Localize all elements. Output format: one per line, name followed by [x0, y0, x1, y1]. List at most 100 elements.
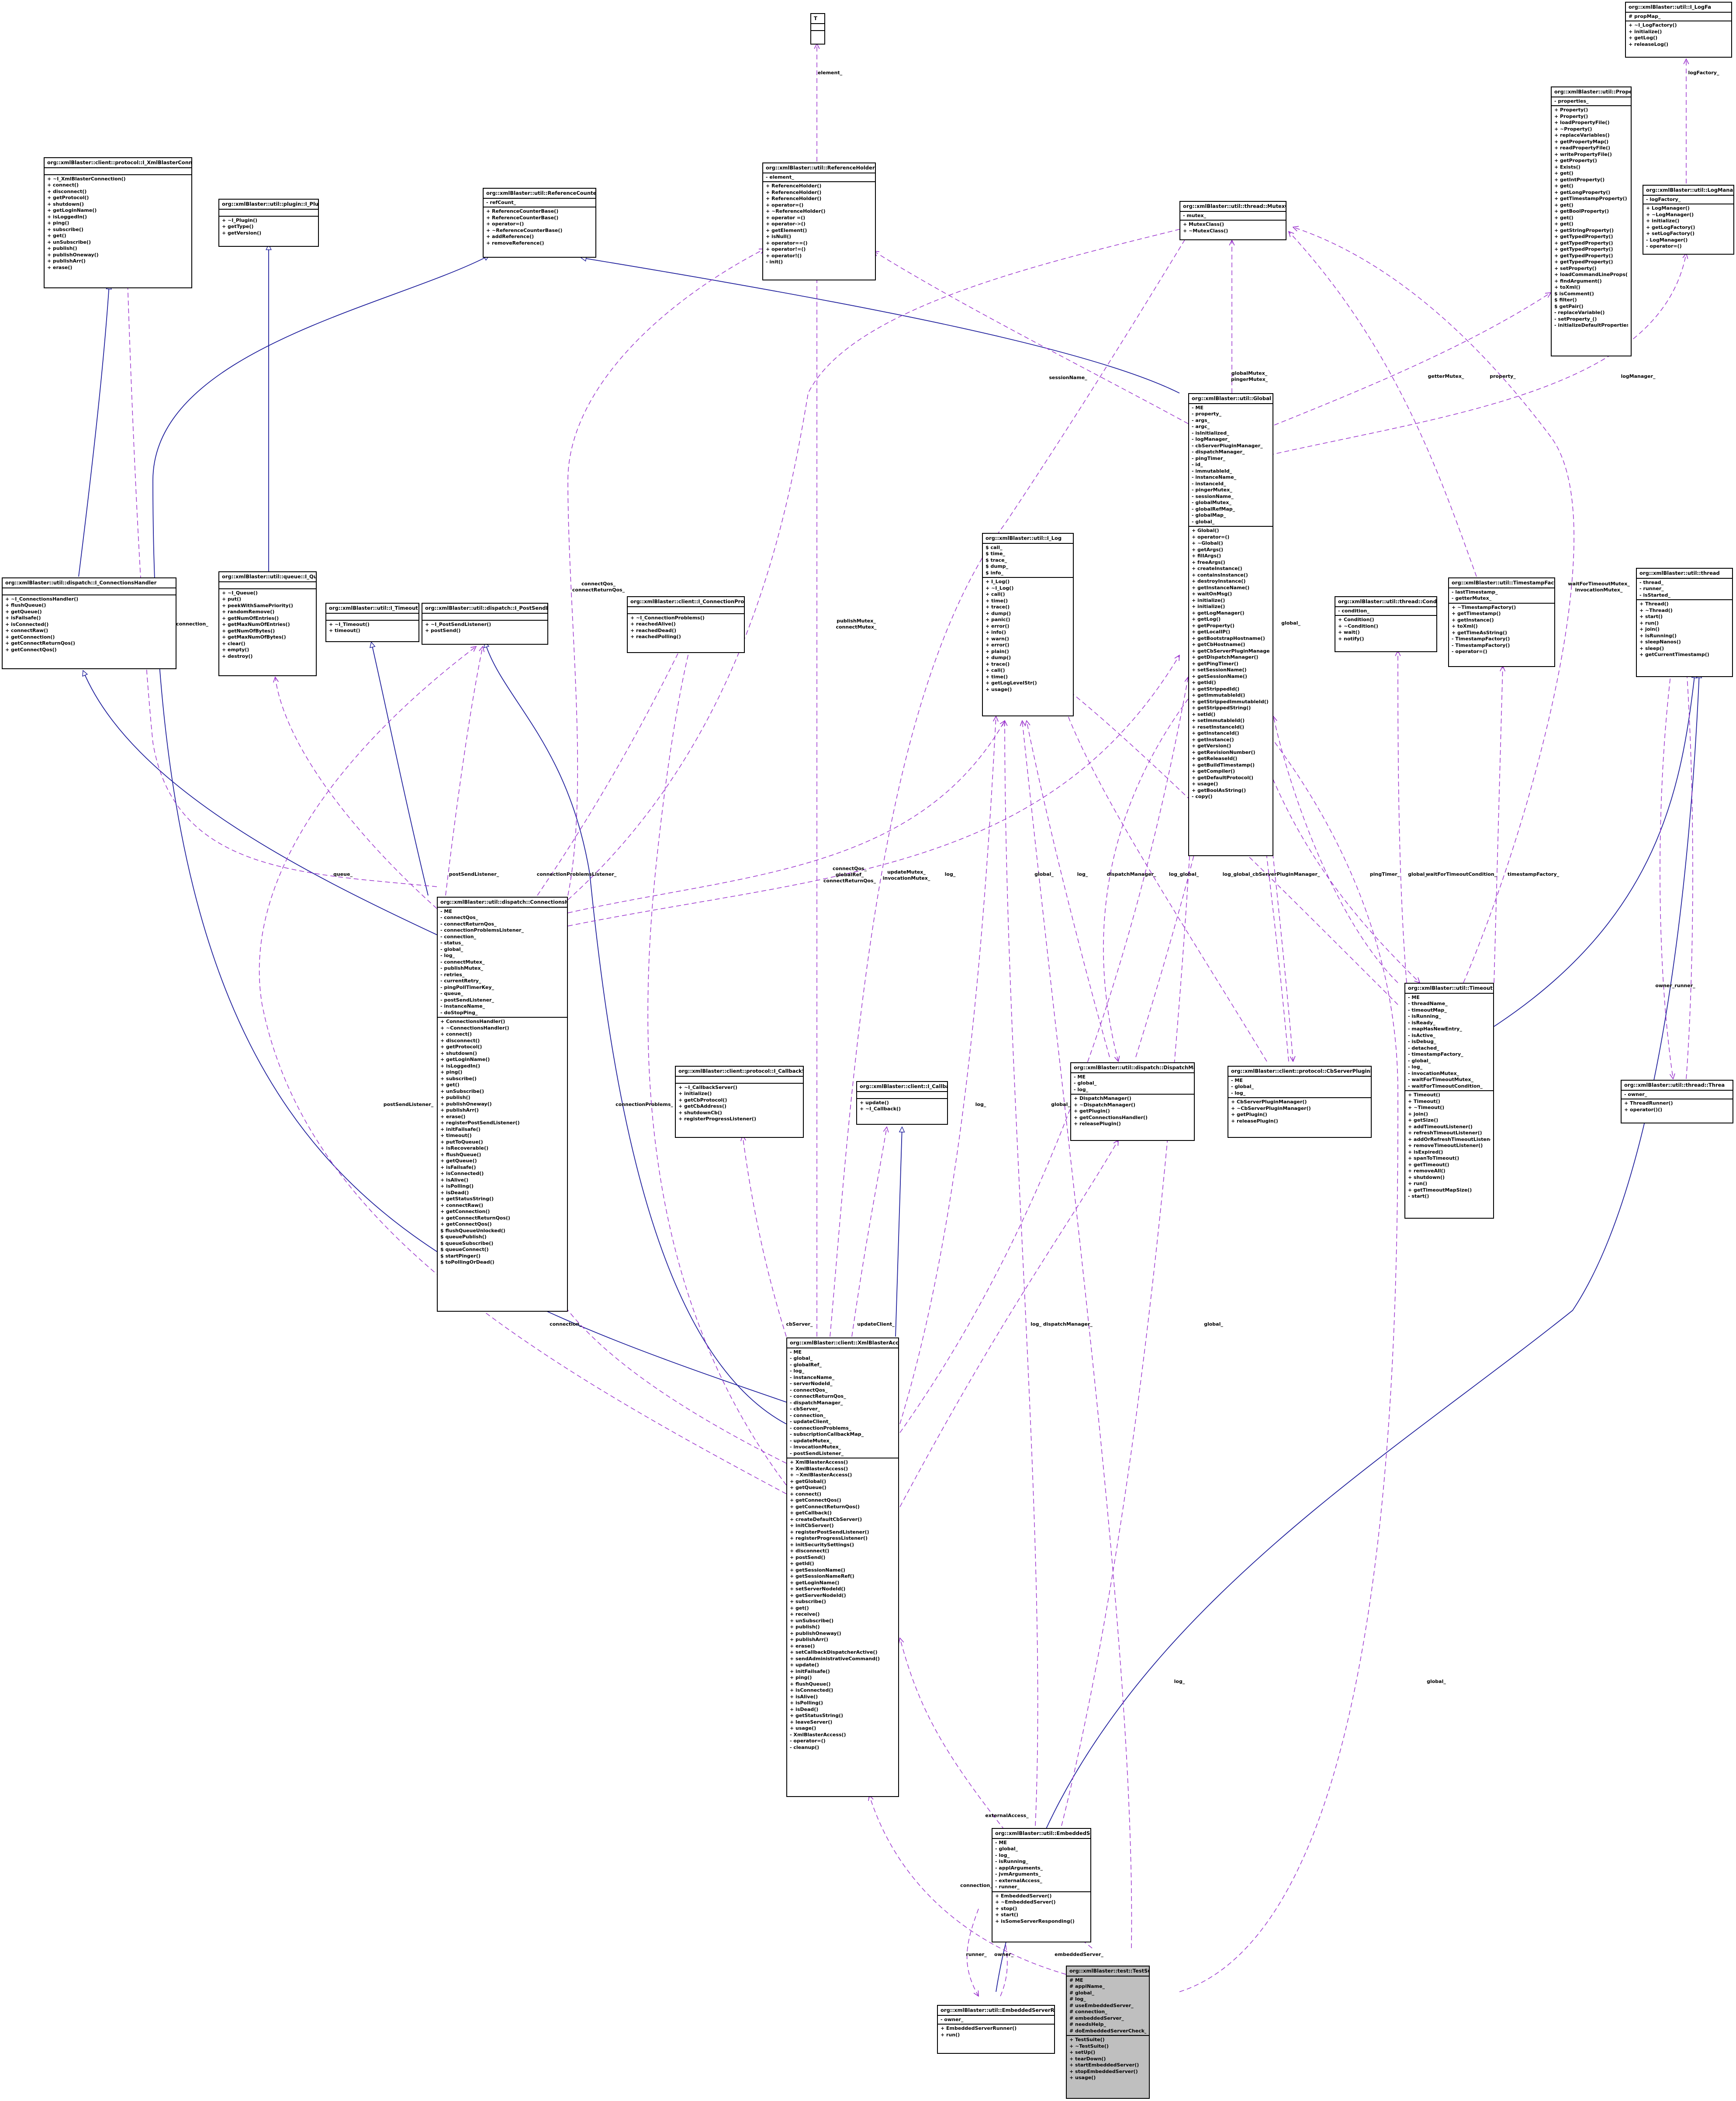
edge-label: queue_	[333, 871, 353, 877]
class-i-callback[interactable]: org::xmlBlaster::client::I_Callback + up…	[856, 1081, 948, 1125]
class-i-queue[interactable]: org::xmlBlaster::util::queue::I_Queue + …	[218, 571, 317, 676]
member: + getTypedProperty()	[1554, 234, 1613, 239]
member: + initSecuritySettings()	[790, 1541, 854, 1548]
class-xmlblasteraccess[interactable]: org::xmlBlaster::client::XmlBlasterAcces…	[786, 1337, 899, 1797]
member: + info()	[986, 629, 1006, 635]
member: + panic()	[986, 617, 1010, 622]
class-i-connectionshandler[interactable]: org::xmlBlaster::util::dispatch::I_Conne…	[2, 577, 176, 669]
class-connectionshandler[interactable]: org::xmlBlaster::util::dispatch::Connect…	[437, 897, 568, 1312]
member: + connect()	[790, 1491, 822, 1497]
class-i-logfactory[interactable]: org::xmlBlaster::util::I_LogFa # propMap…	[1625, 2, 1732, 58]
member: $ queueSubscribe()	[440, 1240, 494, 1246]
member: + getCurrentTimestamp()	[1639, 652, 1709, 657]
member: + addReference()	[486, 234, 534, 239]
edge-xmlblasteraccess-uses-dispatchmanager	[899, 1140, 1118, 1507]
class-thread[interactable]: org::xmlBlaster::util::thread - thread_-…	[1636, 568, 1733, 677]
attributes	[628, 607, 744, 614]
edge-label: connectQos_ connectReturnQos_	[572, 581, 625, 593]
class-referenceholder[interactable]: org::xmlBlaster::util::ReferenceHolder< …	[762, 162, 876, 280]
member: + peekWithSamePriority()	[222, 602, 293, 608]
edge-timeout-uses-condition	[1398, 651, 1407, 983]
member: + getProtocol()	[47, 195, 89, 200]
class-global[interactable]: org::xmlBlaster::util::Global - ME- prop…	[1188, 393, 1273, 856]
member: + getConnectReturnQos()	[5, 640, 75, 646]
member: + getPlugin()	[1231, 1112, 1267, 1117]
edge-label: postSendListener_	[449, 871, 499, 877]
member: + getInstance()	[1452, 617, 1494, 623]
class-embeddedserverrunner[interactable]: org::xmlBlaster::util::EmbeddedServerRun…	[937, 2005, 1055, 2054]
edge-label: global_	[1408, 871, 1427, 877]
edge-embeddedserver-uses-xmlblasteraccess	[900, 1638, 1005, 1831]
edge-label: connection_	[176, 621, 208, 627]
class-embeddedserver[interactable]: org::xmlBlaster::util::EmbeddedServer - …	[992, 1828, 1091, 1942]
class-logmanager[interactable]: org::xmlBlaster::util::LogMana - logFact…	[1643, 185, 1734, 255]
member: # propMap_	[1629, 13, 1661, 19]
member: - replaceVariable()	[1554, 310, 1605, 315]
class-name: org::xmlBlaster::util::I_LogFa	[1626, 3, 1731, 13]
member: + publishArr()	[440, 1107, 479, 1113]
member: + getConnectionsHandler()	[1074, 1114, 1148, 1120]
member: + getServerNodeId()	[790, 1592, 846, 1598]
class-testsuite[interactable]: org::xmlBlaster::test::TestSuite # ME# a…	[1066, 1966, 1150, 2099]
member: - status_	[440, 940, 463, 946]
edge-label: postSendListener_	[383, 1102, 434, 1107]
member: + ~I_Callback()	[860, 1106, 901, 1112]
member: + Global()	[1192, 528, 1219, 533]
edge-label: log_	[1077, 871, 1088, 877]
member: + getProperty()	[1192, 622, 1235, 629]
member: - property_	[1192, 411, 1221, 417]
class-timeout[interactable]: org::xmlBlaster::util::Timeout - ME- thr…	[1404, 983, 1494, 1219]
class-threadrunner[interactable]: org::xmlBlaster::util::thread::Threa - o…	[1621, 1080, 1733, 1123]
member: + ~Property()	[1554, 126, 1592, 132]
member: + ~TestSuite()	[1069, 2043, 1109, 2049]
member: + EmbeddedServerRunner()	[941, 2025, 1017, 2031]
class-property[interactable]: org::xmlBlaster::util::Property - proper…	[1551, 86, 1632, 356]
member: + toXml()	[1554, 284, 1580, 290]
member: + error()	[986, 623, 1010, 629]
class-i-timeout[interactable]: org::xmlBlaster::util::I_Timeout + ~I_Ti…	[325, 603, 419, 642]
member: + getConnection()	[440, 1209, 490, 1214]
member: + findArgument()	[1554, 278, 1602, 284]
class-mutexclass[interactable]: org::xmlBlaster::util::thread::MutexClas…	[1179, 201, 1286, 240]
member: + addOrRefreshTimeoutListener()	[1408, 1136, 1490, 1142]
class-i-postsendlistener[interactable]: org::xmlBlaster::util::dispatch::I_PostS…	[422, 603, 548, 645]
class-timestampfactory[interactable]: org::xmlBlaster::util::TimestampFactory …	[1448, 577, 1555, 667]
member: + get()	[790, 1605, 809, 1611]
member: - ME	[1408, 994, 1420, 1000]
member: + ping()	[440, 1069, 463, 1075]
member: - properties_	[1554, 98, 1589, 104]
member: + I_Log()	[986, 579, 1010, 584]
member: + operator!=()	[766, 246, 806, 252]
class-name: org::xmlBlaster::client::protocol::I_Cal…	[676, 1067, 803, 1077]
member: + connectRaw()	[5, 628, 48, 633]
member: + operator =()	[766, 214, 806, 221]
member: + getLoginName()	[47, 207, 97, 213]
class-i-xmlblasterconnection[interactable]: org::xmlBlaster::client::protocol::I_Xml…	[44, 157, 192, 288]
class-dispatchmanager[interactable]: org::xmlBlaster::util::dispatch::Dispatc…	[1070, 1062, 1195, 1141]
class-condition[interactable]: org::xmlBlaster::util::thread::Condition…	[1335, 596, 1437, 652]
member: + ~Thread()	[1639, 607, 1673, 613]
operations: + LogManager()+ ~LogManager()+ initializ…	[1643, 204, 1733, 251]
edge-label: connection_	[960, 1883, 992, 1888]
member: + isConnected()	[5, 621, 49, 627]
member: + isSomeServerResponding()	[995, 1918, 1075, 1924]
operations: + MutexClass()+ ~MutexClass()	[1180, 221, 1286, 235]
class-i-plugin[interactable]: org::xmlBlaster::util::plugin::I_Plugin …	[218, 199, 319, 247]
class-i-connectionproblems[interactable]: org::xmlBlaster::client::I_ConnectionPro…	[627, 596, 745, 653]
class-referencecounterbase[interactable]: org::xmlBlaster::util::ReferenceCounterB…	[483, 188, 596, 258]
member: + update()	[790, 1662, 819, 1668]
edge-xmlblasteraccess-inherits-i_callback	[895, 1127, 902, 1337]
class-i-log[interactable]: org::xmlBlaster::util::I_Log $ call_$ ti…	[982, 533, 1074, 716]
member: - id_	[1192, 462, 1203, 467]
class-i-callbackserver[interactable]: org::xmlBlaster::client::protocol::I_Cal…	[675, 1066, 804, 1138]
edge-cbserverpluginmanager-uses-i_log	[1062, 699, 1267, 1062]
operations: + ~I_XmlBlasterConnection()+ connect()+ …	[45, 175, 191, 272]
edge-xmlblasteraccess-uses-mutexclass	[830, 227, 1193, 1337]
member: + Exists()	[1554, 164, 1580, 170]
member: + usage()	[790, 1725, 816, 1731]
attributes: - ME- global_- globalRef_- log_- instanc…	[787, 1348, 898, 1458]
attributes: - thread_- runner_- isStarted_	[1637, 579, 1732, 600]
class-t[interactable]: T	[810, 13, 825, 45]
member: - pingTimer_	[1192, 455, 1225, 461]
class-cbserverpluginmanager[interactable]: org::xmlBlaster::client::protocol::CbSer…	[1228, 1066, 1372, 1138]
